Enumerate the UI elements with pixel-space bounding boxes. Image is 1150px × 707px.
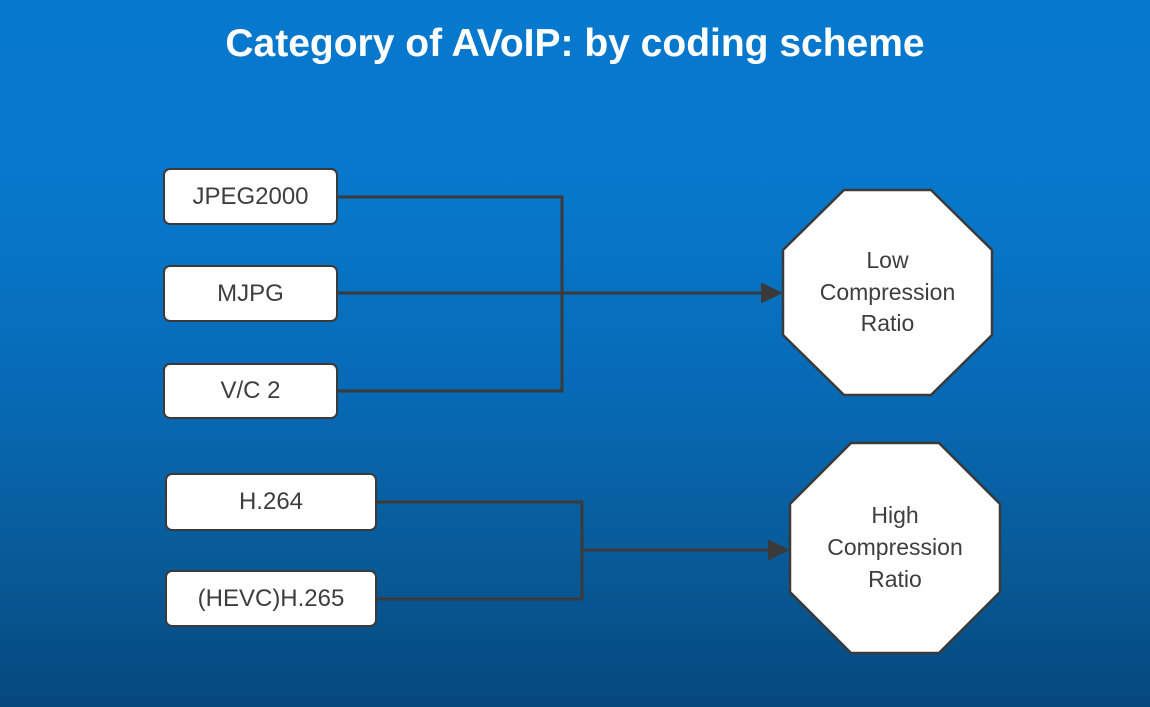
low-group-arrowhead-icon — [761, 282, 783, 304]
codec-box-hevc-h265: (HEVC)H.265 — [165, 570, 377, 627]
codec-label-hevc-h265: (HEVC)H.265 — [197, 584, 345, 612]
codec-box-vc2: V/C 2 — [163, 363, 338, 419]
codec-label-vc2: V/C 2 — [220, 377, 281, 404]
codec-label-jpeg2000: JPEG2000 — [192, 182, 309, 210]
codec-box-mjpg: MJPG — [163, 265, 338, 322]
low-compression-ratio-label: Low Compression Ratio — [819, 246, 956, 337]
high-group-arrowhead-icon — [768, 539, 790, 561]
high-compression-ratio-label: High Compression Ratio — [827, 502, 963, 592]
codec-label-h264: H.264 — [238, 488, 304, 515]
low-compression-octagon — [781, 188, 994, 397]
codec-label-mjpg: MJPG — [217, 279, 284, 307]
slide-title: Category of AVoIP: by coding scheme — [225, 22, 925, 65]
codec-box-h264: H.264 — [165, 473, 377, 531]
high-group-bracket-connector — [377, 500, 584, 601]
high-compression-octagon — [788, 441, 1002, 655]
codec-box-jpeg2000: JPEG2000 — [163, 168, 338, 225]
